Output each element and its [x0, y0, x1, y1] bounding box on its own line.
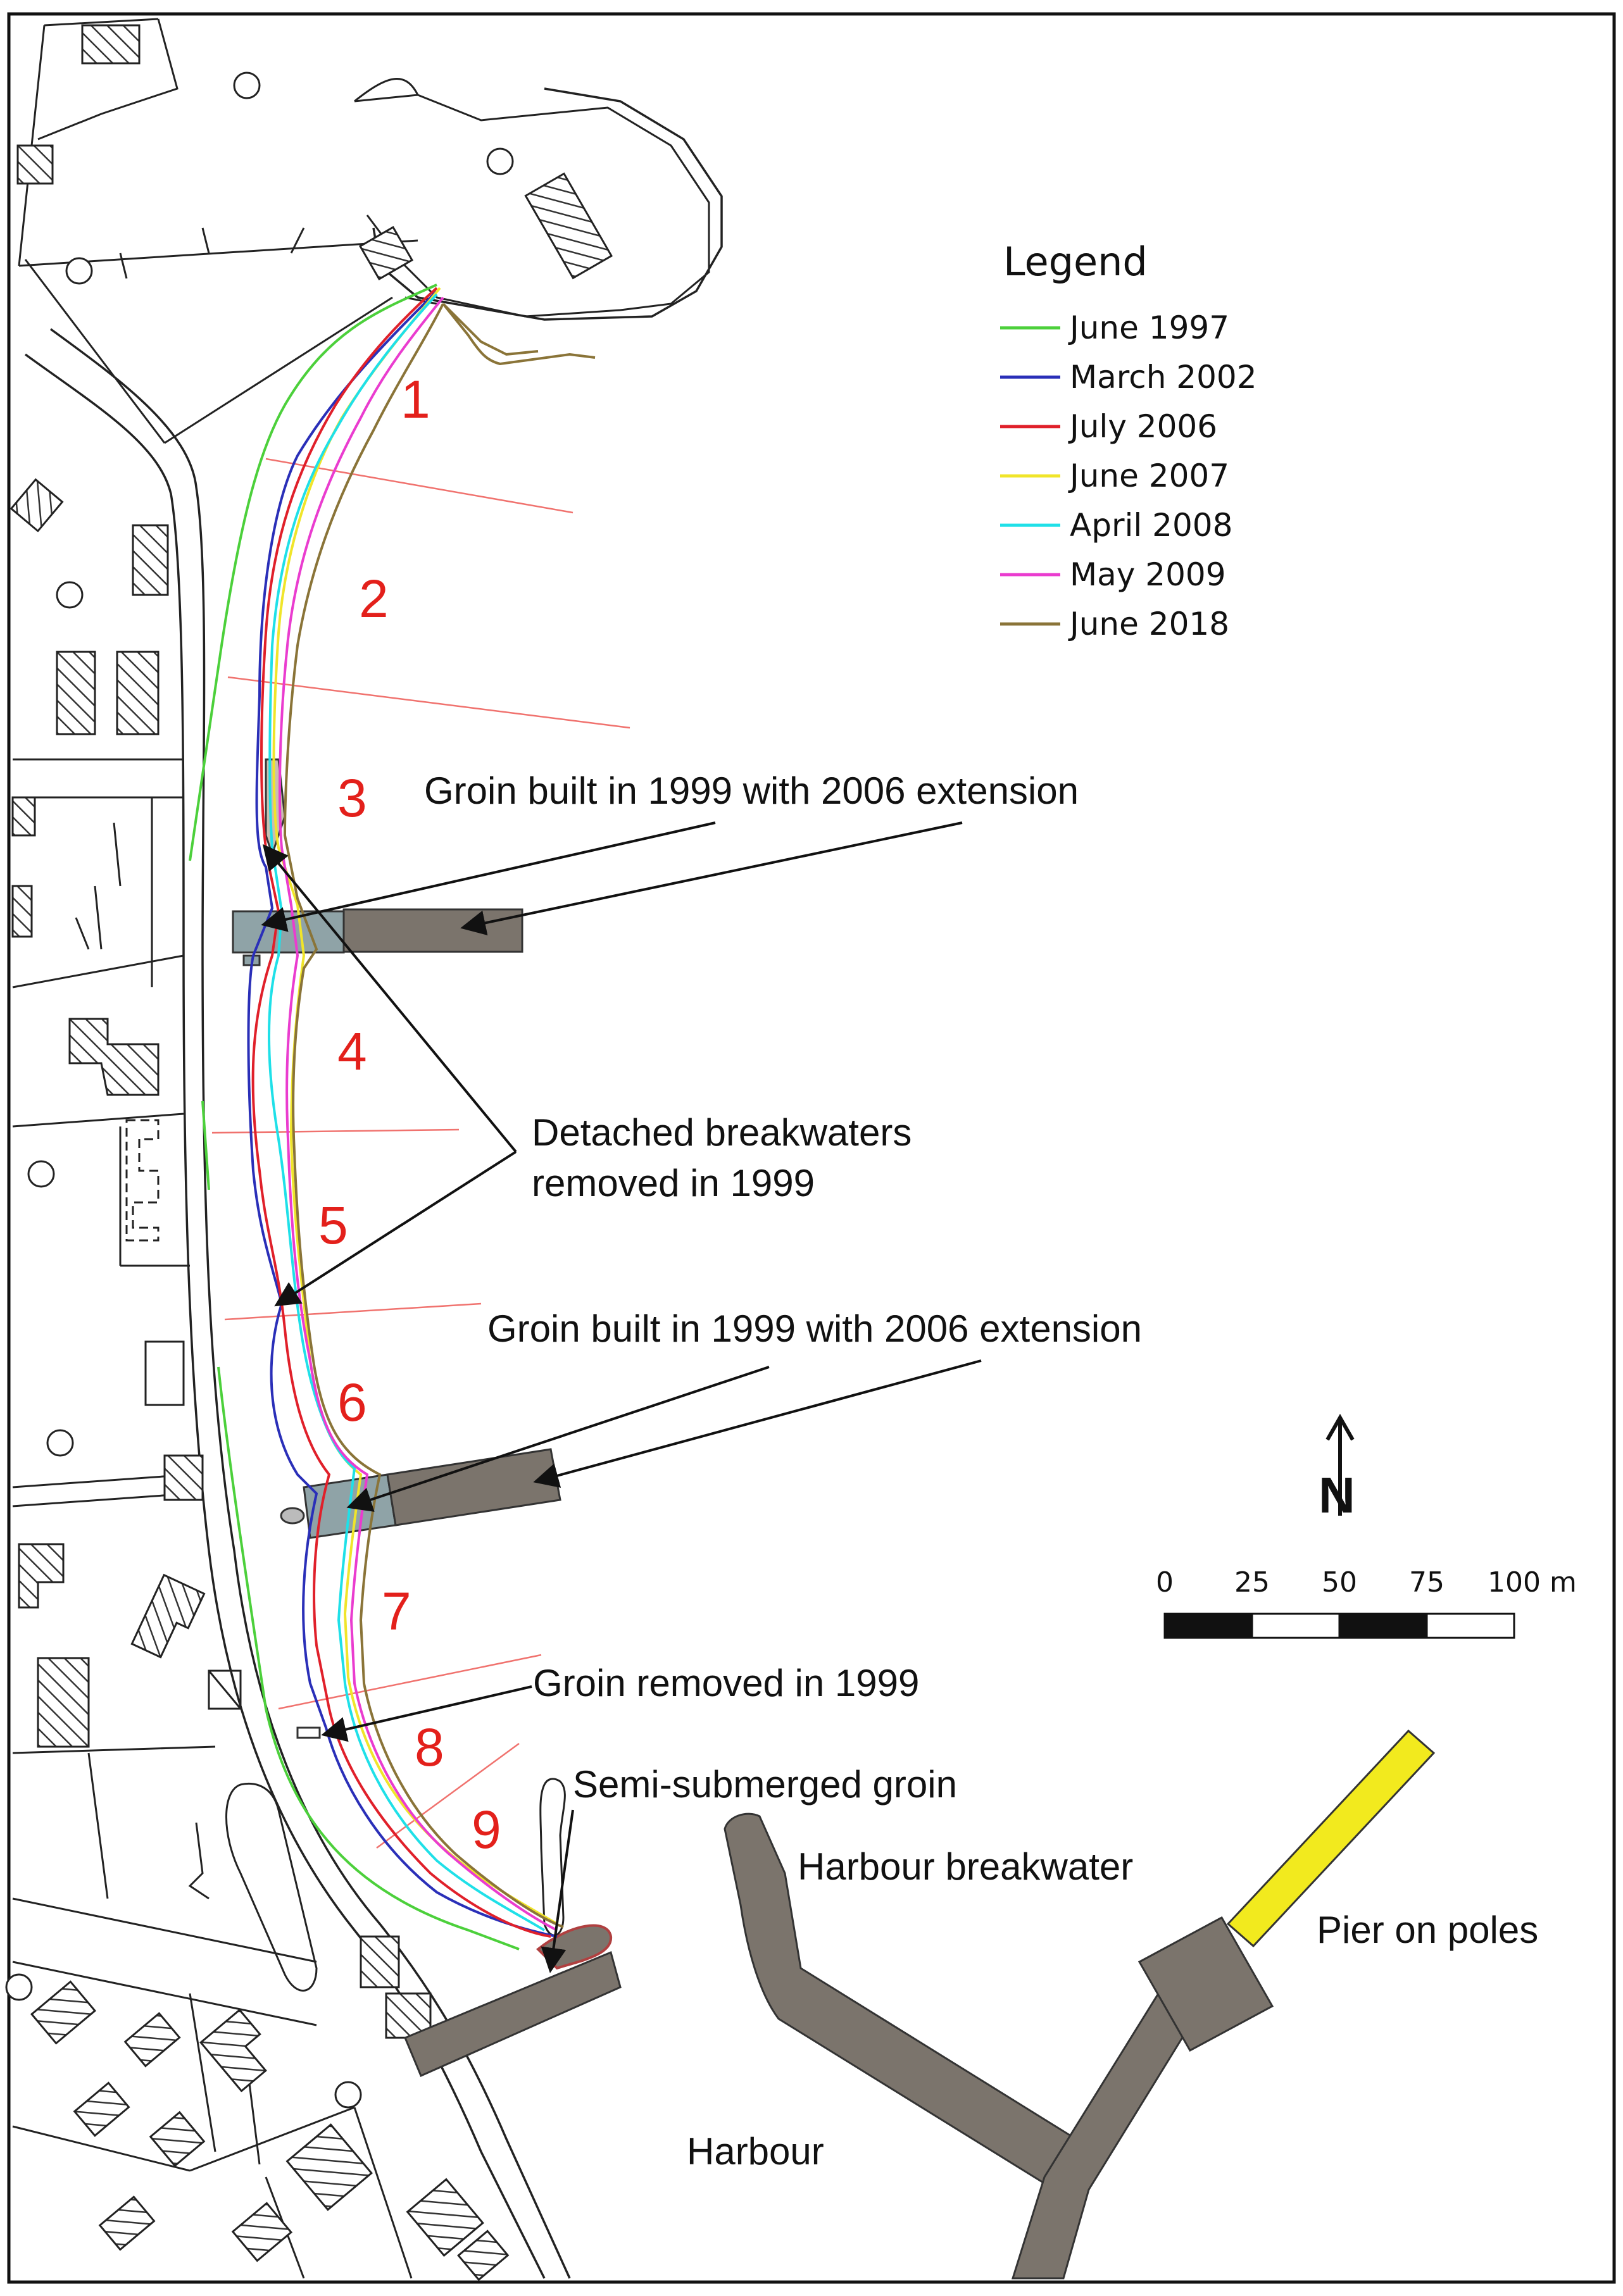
- shorelines: [189, 284, 596, 1950]
- buildings: [9, 24, 613, 2281]
- label-groin-1: Groin built in 1999 with 2006 extension: [424, 770, 1079, 812]
- scale-tick-75: 75: [1409, 1566, 1444, 1599]
- scale-bar: 0 25 50 75 100 m: [1156, 1566, 1577, 1639]
- label-detached-line2: removed in 1999: [532, 1162, 815, 1204]
- segment-6: 6: [337, 1373, 367, 1432]
- legend-label-6: June 2018: [1068, 606, 1229, 642]
- label-harbour: Harbour: [687, 2130, 824, 2173]
- legend-label-2: July 2006: [1068, 408, 1217, 445]
- annotation-labels: Groin built in 1999 with 2006 extension …: [424, 770, 1538, 2173]
- point-features: [5, 72, 514, 2109]
- label-groin-removed: Groin removed in 1999: [533, 1662, 919, 1704]
- legend-label-1: March 2002: [1070, 359, 1257, 396]
- segment-8: 8: [415, 1718, 444, 1777]
- label-semi-submerged: Semi-submerged groin: [573, 1763, 957, 1806]
- segment-3: 3: [337, 768, 367, 828]
- label-detached-line1: Detached breakwaters: [532, 1111, 912, 1154]
- shoreline-june-2007: [272, 287, 558, 1925]
- shoreline-april-2008: [268, 293, 546, 1931]
- north-arrow-label: N: [1319, 1467, 1355, 1523]
- shoreline-july-2006: [251, 287, 551, 1938]
- segment-4: 4: [337, 1021, 367, 1081]
- map-frame: [7, 12, 1616, 2284]
- label-pier: Pier on poles: [1317, 1909, 1538, 1951]
- groin-1-extension: [342, 908, 523, 953]
- legend-label-3: June 2007: [1068, 458, 1229, 494]
- groin-1-original: [232, 910, 345, 954]
- segment-1: 1: [401, 370, 430, 429]
- semi-submerged-groin: [539, 1778, 566, 1937]
- pier-head: [1137, 1916, 1274, 2052]
- label-groin-2: Groin built in 1999 with 2006 extension: [487, 1307, 1142, 1350]
- scale-tick-100: 100 m: [1488, 1566, 1577, 1599]
- structures: [232, 758, 1436, 2280]
- segment-2: 2: [359, 569, 389, 628]
- southern-groin: [404, 1950, 622, 2077]
- profile-lines: [211, 458, 630, 1849]
- legend-title: Legend: [1003, 239, 1148, 285]
- segment-9: 9: [472, 1800, 501, 1859]
- shoreline-june-1997: [189, 284, 437, 861]
- coastal-road-east-edge: [49, 328, 571, 2279]
- scale-tick-50: 50: [1322, 1566, 1357, 1599]
- annotation-arrows: [261, 821, 982, 1973]
- cadastre: [5, 18, 723, 2281]
- legend-label-4: April 2008: [1070, 507, 1232, 544]
- segment-numbers: 1 2 3 4 5 6 7 8 9: [318, 370, 501, 1859]
- label-harbour-breakwater: Harbour breakwater: [798, 1845, 1133, 1888]
- shoreline-may-2009: [279, 296, 558, 1931]
- legend-label-0: June 1997: [1068, 309, 1229, 346]
- shoreline-march-2002: [247, 290, 558, 1938]
- scale-tick-0: 0: [1156, 1566, 1174, 1599]
- pier-on-poles: [1226, 1729, 1436, 1948]
- legend-label-5: May 2009: [1070, 556, 1226, 593]
- segment-5: 5: [318, 1195, 348, 1255]
- coastal-road-west-edge: [24, 353, 546, 2279]
- shoreline-june-2018: [283, 303, 564, 1928]
- harbour-breakwater: [724, 1812, 1078, 2185]
- scale-tick-25: 25: [1234, 1566, 1270, 1599]
- segment-7: 7: [382, 1582, 411, 1641]
- north-arrow-icon: N: [1319, 1413, 1355, 1523]
